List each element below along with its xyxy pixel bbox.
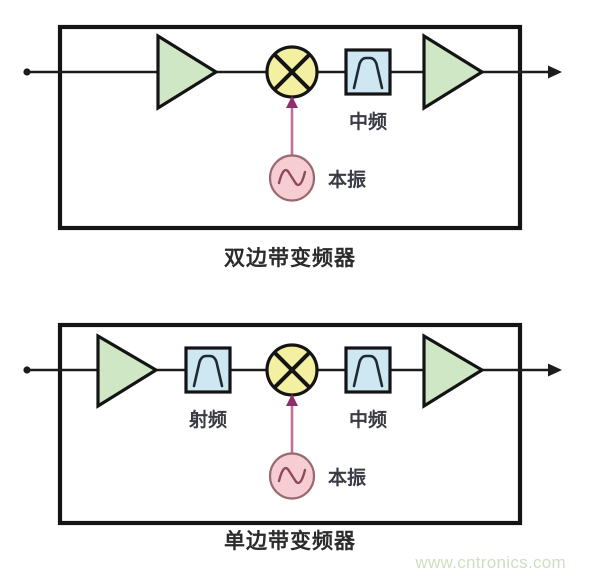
input-port-dot — [23, 68, 31, 76]
enclosure-frame — [57, 24, 523, 231]
if-filter — [344, 48, 392, 96]
diagram-single-sideband: 射频 中频 本振 单边带变频器 — [23, 322, 562, 553]
local-oscillator — [268, 452, 316, 500]
mixer — [265, 45, 319, 99]
if-filter-label: 中频 — [349, 408, 387, 431]
output-port-arrow — [548, 363, 562, 377]
output-amplifier — [422, 33, 486, 111]
input-amplifier — [96, 333, 160, 409]
rf-filter-label: 射频 — [188, 408, 227, 431]
lo-injection-arrow — [286, 96, 298, 158]
enclosure-frame — [57, 322, 523, 526]
local-oscillator-label: 本振 — [328, 466, 366, 489]
site-watermark: www.cntronics.com — [414, 553, 566, 572]
local-oscillator-label: 本振 — [328, 168, 366, 191]
local-oscillator — [268, 154, 316, 202]
input-amplifier — [156, 33, 220, 111]
mixer — [265, 343, 319, 397]
if-filter-label: 中频 — [349, 110, 387, 133]
lo-injection-arrow — [286, 394, 298, 456]
diagram-title: 单边带变频器 — [224, 529, 356, 553]
input-port-dot — [23, 366, 31, 374]
output-amplifier — [422, 333, 486, 409]
output-port-arrow — [548, 65, 562, 79]
diagram-title: 双边带变频器 — [224, 246, 356, 270]
diagram-double-sideband: 中频 本振 双边带变频器 — [23, 24, 562, 270]
rf-filter — [184, 346, 232, 394]
if-filter — [344, 346, 392, 394]
